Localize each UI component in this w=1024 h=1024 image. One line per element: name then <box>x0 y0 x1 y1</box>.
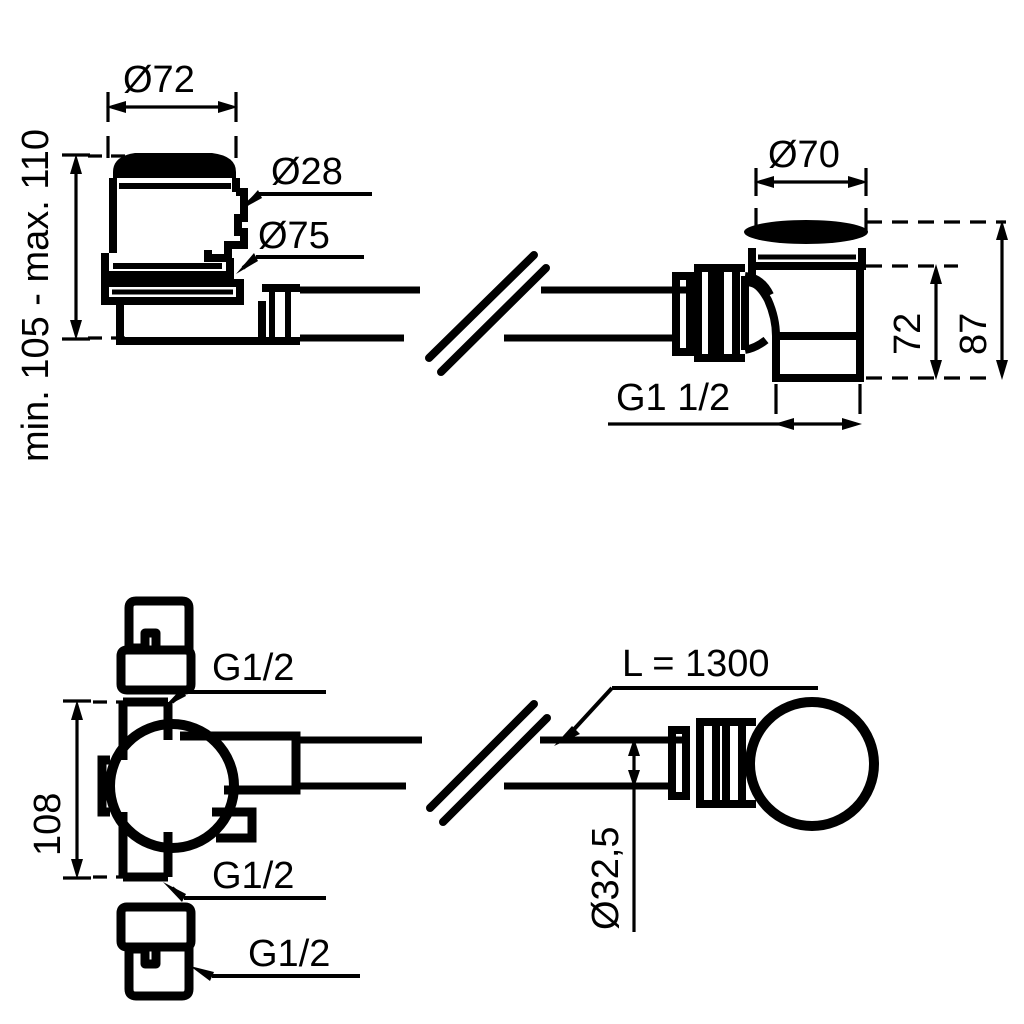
right-outlet-upper <box>180 731 301 795</box>
overflow-cap-dome <box>113 153 236 178</box>
arrow-down <box>71 859 83 879</box>
leader-dia28: Ø28 <box>240 151 372 210</box>
dimension-height-range: min. 105 - max. 110 <box>15 129 126 462</box>
arrow-up <box>930 264 942 284</box>
dimension-thread-g1-5: G1 1/2 <box>608 377 862 430</box>
arrow-up <box>628 738 640 756</box>
break-line-1 <box>425 251 538 362</box>
dimension-h87: 87 <box>866 220 1008 380</box>
dimension-label-h87: 87 <box>953 313 995 355</box>
lower-elbow-outline <box>124 942 194 1001</box>
leader-arrow <box>240 190 262 210</box>
dimension-label-dia70: Ø70 <box>768 134 840 176</box>
right-nub-lower <box>212 807 257 843</box>
dimension-label-h108: 108 <box>27 793 69 856</box>
left-nub <box>97 755 110 817</box>
waste-trap-elbow-lower <box>744 336 769 354</box>
break-line-1 <box>426 700 538 812</box>
break-line-2 <box>439 714 551 826</box>
dimension-dia325: Ø32,5 <box>585 738 640 932</box>
dimension-h72: 72 <box>866 264 994 380</box>
arrow-right <box>218 101 238 113</box>
waste-plug-cap <box>744 220 868 244</box>
dimension-dia72: Ø72 <box>106 59 238 158</box>
hose-ball-head <box>745 697 879 831</box>
break-symbol-top <box>425 251 550 376</box>
overflow-assembly <box>101 153 420 345</box>
leader-thread-lower: G1/2 <box>190 933 360 981</box>
arrow-up <box>996 220 1008 240</box>
waste-trap-assembly <box>672 220 868 382</box>
overflow-outlet-housing <box>116 301 266 345</box>
lower-elbow-fitting <box>116 902 196 1001</box>
end-nut-edges <box>716 718 756 808</box>
hose-right-segment <box>504 286 690 342</box>
dimension-label-dia325: Ø32,5 <box>585 826 627 930</box>
dimension-label-height-range: min. 105 - max. 110 <box>15 129 57 462</box>
arrow-down <box>930 360 942 380</box>
break-line-2 <box>437 264 550 376</box>
arrow-up <box>70 154 82 174</box>
hose-end-fitting <box>668 697 879 831</box>
arrow-down <box>628 770 640 788</box>
dimension-label-dia72: Ø72 <box>123 59 195 101</box>
arrow-right <box>842 418 862 430</box>
bottom-view-group: 108 G1/2 G1/2 <box>27 596 879 1001</box>
leader-length: L = 1300 <box>554 643 818 746</box>
break-symbol-bottom <box>426 700 551 826</box>
overflow-flange-plate <box>101 279 244 305</box>
valve-body <box>97 697 301 882</box>
dimension-label-dia75: Ø75 <box>258 215 330 257</box>
dimension-label-h72: 72 <box>887 313 929 355</box>
arrow-up <box>71 700 83 720</box>
overflow-collar <box>101 253 234 279</box>
leader-dia75: Ø75 <box>236 215 364 274</box>
arrow-left <box>754 176 774 188</box>
waste-cap-flange <box>748 248 866 270</box>
leader-thread-upper: G1/2 <box>163 647 326 708</box>
bottom-boss-sides <box>118 812 173 877</box>
arrow-left <box>774 418 794 430</box>
waste-trap-elbow-upper <box>744 272 774 297</box>
top-view-group: min. 105 - max. 110 Ø72 <box>15 59 1008 462</box>
end-nut-a <box>668 726 690 800</box>
overflow-spigot-profile <box>204 188 248 262</box>
arrow-down <box>70 320 82 340</box>
hose-left-segment-bottom <box>296 736 422 790</box>
dimension-label-thread-lower: G1/2 <box>248 933 330 975</box>
dimension-label-dia28: Ø28 <box>271 151 343 193</box>
arrow-down <box>996 360 1008 380</box>
upper-elbow-fitting <box>116 596 196 695</box>
leader-arrow <box>236 253 258 274</box>
dimension-dia70: Ø70 <box>754 134 868 232</box>
dimension-label-thread-middle: G1/2 <box>212 855 294 897</box>
upper-elbow-nut <box>116 645 196 695</box>
arrow-right <box>848 176 868 188</box>
dimension-label-thread-upper: G1/2 <box>212 647 294 689</box>
leader-arrow <box>190 966 214 981</box>
dimension-label-length: L = 1300 <box>622 643 770 685</box>
leader-thread-middle: G1/2 <box>163 855 326 902</box>
dimension-h108: 108 <box>27 699 123 880</box>
leader-arrow <box>163 688 186 708</box>
leader-arrow <box>554 726 580 746</box>
arrow-left <box>106 101 126 113</box>
lower-elbow-nut <box>116 902 196 952</box>
hose-nut-edges <box>712 264 745 362</box>
leader-arrow <box>163 882 186 902</box>
hose-nut-a <box>672 272 694 356</box>
dimension-label-thread-g1-5: G1 1/2 <box>616 377 730 419</box>
